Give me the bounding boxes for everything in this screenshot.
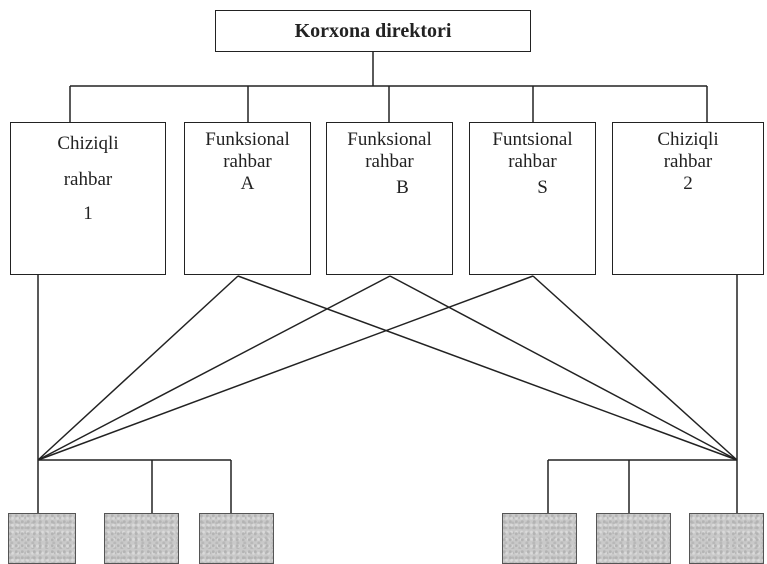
unit-right-1	[502, 513, 577, 564]
manager-letter: B	[396, 177, 409, 198]
manager-label-line-2: rahbar	[223, 151, 272, 172]
director-label: Korxona direktori	[294, 20, 452, 42]
manager-letter: A	[240, 173, 255, 194]
func-s-right	[532, 275, 738, 461]
manager-label-line-2: rahbar	[508, 151, 557, 172]
manager-label-line-1: Funtsional	[492, 129, 573, 150]
manager-letter: S	[537, 177, 548, 198]
unit-right-2	[596, 513, 671, 564]
func-b-right	[389, 275, 738, 461]
unit-left-2	[104, 513, 179, 564]
manager-label-line-2: rahbar	[365, 151, 414, 172]
manager-label-line-1: Funksional	[205, 129, 290, 150]
manager-number: 2	[683, 173, 693, 194]
manager-label-line-1: Funksional	[347, 129, 432, 150]
manager-functional-s: Funtsional rahbar S	[469, 122, 596, 275]
manager-number: 1	[83, 203, 93, 224]
manager-label-line-1: Chiziqli	[57, 133, 119, 154]
unit-left-1	[8, 513, 76, 564]
manager-label-line-2: rahbar	[63, 169, 113, 190]
unit-left-3	[199, 513, 274, 564]
director-box: Korxona direktori	[215, 10, 531, 52]
func-a-right	[237, 275, 738, 461]
func-a-left	[37, 275, 239, 461]
manager-label-line-1: Chiziqli	[657, 129, 719, 150]
func-s-left	[37, 275, 534, 461]
manager-label-line-2: rahbar	[663, 151, 713, 172]
func-b-left	[37, 275, 391, 461]
manager-linear-2: Chiziqli rahbar 2	[612, 122, 764, 275]
manager-functional-b: Funksional rahbar B	[326, 122, 453, 275]
unit-right-3	[689, 513, 764, 564]
manager-linear-1: Chiziqli rahbar 1	[10, 122, 166, 275]
manager-functional-a: Funksional rahbar A	[184, 122, 311, 275]
